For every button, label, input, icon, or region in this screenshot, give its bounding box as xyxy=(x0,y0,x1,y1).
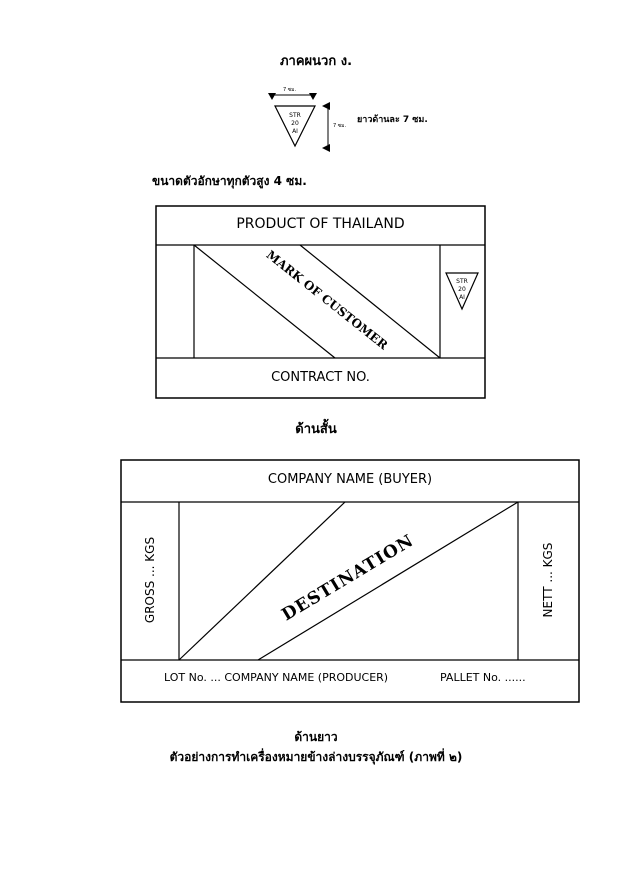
spec-triangle-text: STR 20 AI xyxy=(280,112,310,136)
height-arrow-bottom xyxy=(322,144,330,152)
symbol-spec xyxy=(268,93,330,152)
spec-triangle-line-2: 20 xyxy=(291,120,299,127)
symbol-side-note: ยาวด้านละ 7 ซม. xyxy=(357,115,428,125)
short-side-outer-box xyxy=(155,205,486,399)
short-side-triangle-line-1: STR xyxy=(456,278,468,285)
width-label: 7 ซม. xyxy=(282,86,298,94)
long-side-top-text: COMPANY NAME (BUYER) xyxy=(267,472,433,487)
long-side-bottom-right-text: PALLET No. ...... xyxy=(440,671,526,684)
letter-size-note: ขนาดตัวอักษาทุกตัวสูง 4 ซม. xyxy=(152,174,307,188)
long-side-bottom-left-text: LOT No. ... COMPANY NAME (PRODUCER) xyxy=(164,671,389,684)
short-side-mark xyxy=(155,205,486,399)
short-side-triangle-line-2: 20 xyxy=(458,286,466,293)
height-label: 7 ซม. xyxy=(333,123,347,129)
height-arrow-top xyxy=(322,102,330,110)
short-side-triangle-text: STR 20 AI xyxy=(448,278,476,302)
long-side-diagonal-left xyxy=(178,501,346,661)
short-side-caption: ด้านสั้น xyxy=(295,422,337,437)
long-side-diagonal-right xyxy=(257,501,519,661)
long-side-left-vertical-text: GROSS ... KGS xyxy=(143,536,157,624)
width-arrow-left xyxy=(268,93,276,100)
short-side-triangle-line-3: AI xyxy=(459,294,465,301)
long-side-outer-box xyxy=(120,459,580,703)
spec-triangle-line-3: AI xyxy=(292,128,298,135)
short-side-top-text: PRODUCT OF THAILAND xyxy=(236,216,405,232)
long-side-caption: ด้านยาว xyxy=(294,730,338,744)
width-arrow-right xyxy=(309,93,317,100)
short-side-bottom-text: CONTRACT NO. xyxy=(271,370,370,385)
spec-triangle xyxy=(274,105,316,148)
short-side-diagonal-lower xyxy=(193,244,336,359)
spec-triangle-line-1: STR xyxy=(289,112,301,119)
long-side-mark xyxy=(120,459,580,703)
short-side-diagonal-upper xyxy=(299,244,441,359)
page-title: ภาคผนวก ง. xyxy=(279,54,353,69)
figure-caption: ตัวอย่างการทำเครื่องหมายข้างล่างบรรจุภัณ… xyxy=(169,750,463,764)
short-side-triangle xyxy=(445,272,479,311)
long-side-right-vertical-text: NETT ... KGS xyxy=(541,542,555,618)
